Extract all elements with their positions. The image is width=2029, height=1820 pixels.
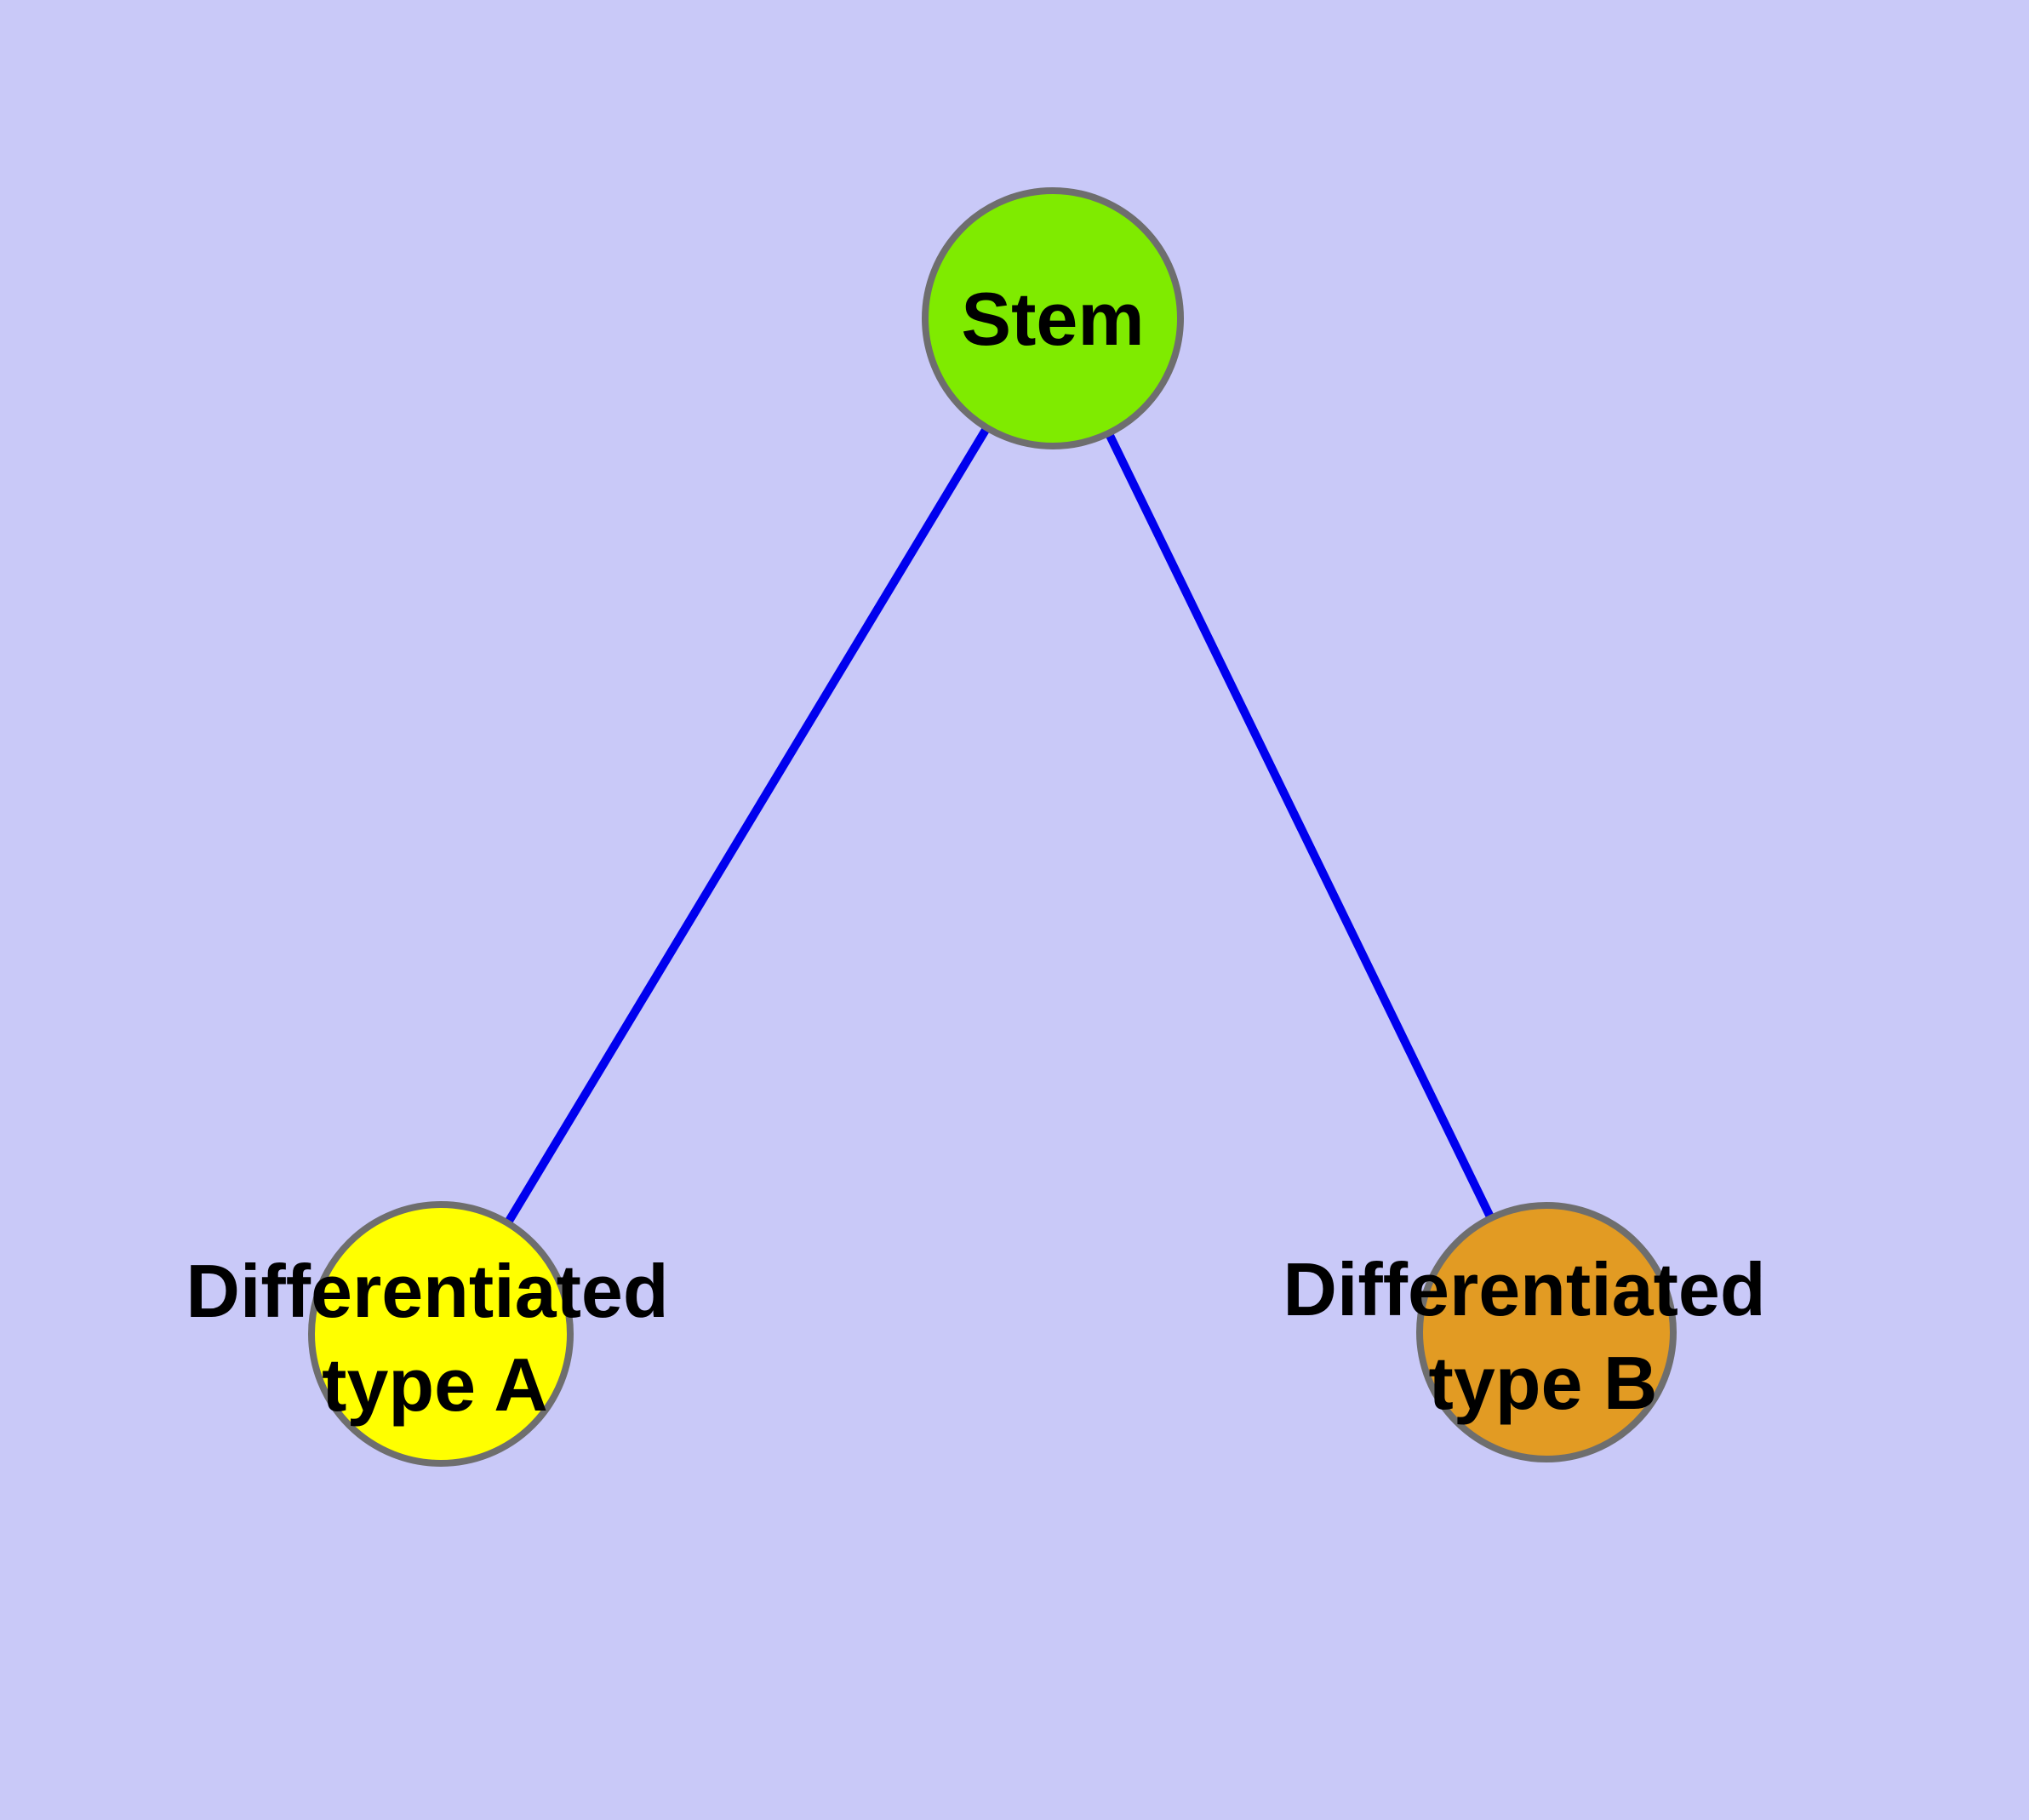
- node-type-b-label-line1: Differentiated: [1283, 1247, 1765, 1331]
- edge-stem-to-type-b: [1049, 314, 1551, 1336]
- node-stem-label: Stem: [961, 277, 1144, 361]
- node-type-a-label-line2: type A: [322, 1342, 548, 1427]
- node-type-a-label-line1: Differentiated: [186, 1249, 668, 1333]
- node-stem: [922, 187, 1184, 449]
- node-differentiated-type-a: [308, 1201, 574, 1467]
- node-type-b-label-line2: type B: [1429, 1341, 1658, 1425]
- node-differentiated-type-b: [1416, 1202, 1677, 1462]
- edge-stem-to-type-a: [437, 314, 1057, 1338]
